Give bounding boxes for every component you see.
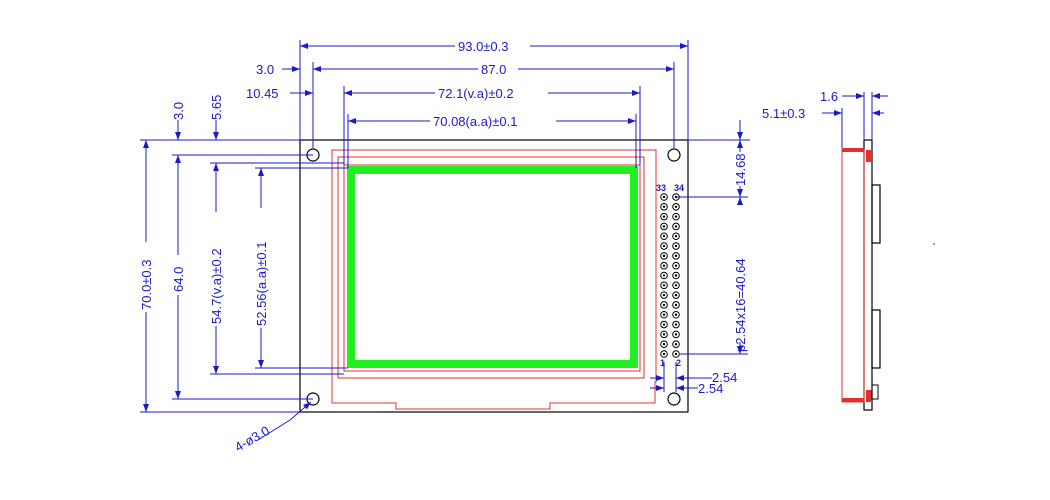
viewing-area [343,164,641,372]
pin-hole [662,323,666,326]
side-chip-top [871,184,881,244]
side-connector [871,384,879,400]
active-area [347,166,638,368]
pin-hole [662,284,666,287]
side-tab-top [866,150,872,162]
pin-hole [662,264,666,267]
dim-hole-offset-x: 3.0 [256,62,274,77]
pin-hole [662,352,666,356]
pin-hole [662,235,666,238]
dim-va-width: 72.1(v.a)±0.2 [438,86,514,101]
pin-hole [662,244,666,248]
dim-aa-width: 70.08(a.a)±0.1 [433,114,517,129]
pin-hole [674,244,678,248]
dim-hole-diameter: 4-ø3.0 [232,423,272,455]
side-bezel [841,149,865,403]
bezel-inner [337,156,645,379]
pin-hole [674,225,678,228]
dim-hole-pitch-y: 64.0 [171,267,186,292]
pin-label-2: 2 [676,358,681,368]
pin-hole [662,254,666,258]
side-frame-bottom [842,398,864,402]
pin-header [660,193,680,358]
pin-hole [662,215,666,218]
pin-hole [674,205,678,209]
stray-dot [933,243,935,245]
front-view: 33 34 1 2 [299,139,689,413]
pin-hole [674,274,678,277]
pin-label-33: 33 [656,183,666,193]
dim-va-offset-x: 10.45 [246,86,279,101]
pin-hole [674,254,678,258]
pin-hole [674,264,678,267]
pin-hole [674,352,678,356]
side-pcb [863,139,873,411]
dim-hole-pitch-x: 87.0 [481,62,506,77]
dim-pin-pitch-h: 2.54 [712,370,737,385]
pin-hole [674,284,678,287]
pin-dimensions: 14.68 p2.54x16=40.64 2.54 2.54 [650,120,750,396]
side-view: 1.6 5.1±0.3 [762,89,935,411]
pcb-outline [299,139,689,413]
pin-hole [662,225,666,228]
pin-hole [662,205,666,209]
pin-hole [674,323,678,326]
dim-overall-height: 70.0±0.3 [139,259,154,310]
side-tab-bottom [866,390,872,402]
side-chip-bottom [871,309,881,369]
mounting-hole-tr [667,148,681,162]
bezel-outline [331,149,657,410]
pin-hole [674,313,678,316]
pin-hole [674,303,678,307]
pin-hole [662,274,666,277]
pin-hole [662,293,666,297]
pin-hole [674,293,678,297]
pin-hole [662,303,666,307]
pin-label-1: 1 [660,358,665,368]
pin-hole [662,195,666,199]
pin-label-34: 34 [674,183,684,193]
pin-hole [674,342,678,346]
dim-aa-height: 52.56(a.a)±0.1 [254,242,269,326]
dim-pin-span: p2.54x16=40.64 [733,258,748,352]
pin-hole [662,333,666,336]
dim-va-offset-y: 5.65 [209,95,224,120]
pin-hole [674,333,678,336]
pin-hole [674,235,678,238]
dim-hole-offset-y: 3.0 [171,102,186,120]
pin-hole [662,342,666,346]
mounting-hole-br [667,392,681,406]
side-frame-top [842,148,864,152]
horizontal-dimensions: 93.0±0.3 3.0 87.0 10.45 72.1(v.a)±0.2 70… [246,39,689,168]
dim-pin-pitch-v: 2.54 [698,381,723,396]
pin-hole [662,313,666,316]
dim-pin-top-offset: 14.68 [733,153,748,186]
vertical-dimensions: 70.0±0.3 3.0 64.0 5.65 54.7(v.a)±0.2 52.… [139,95,348,455]
dim-overall-width: 93.0±0.3 [458,39,509,54]
dim-side-thickness: 5.1±0.3 [762,106,805,121]
dim-va-height: 54.7(v.a)±0.2 [209,248,224,324]
dim-side-thin: 1.6 [820,89,838,104]
pin-hole [674,215,678,218]
